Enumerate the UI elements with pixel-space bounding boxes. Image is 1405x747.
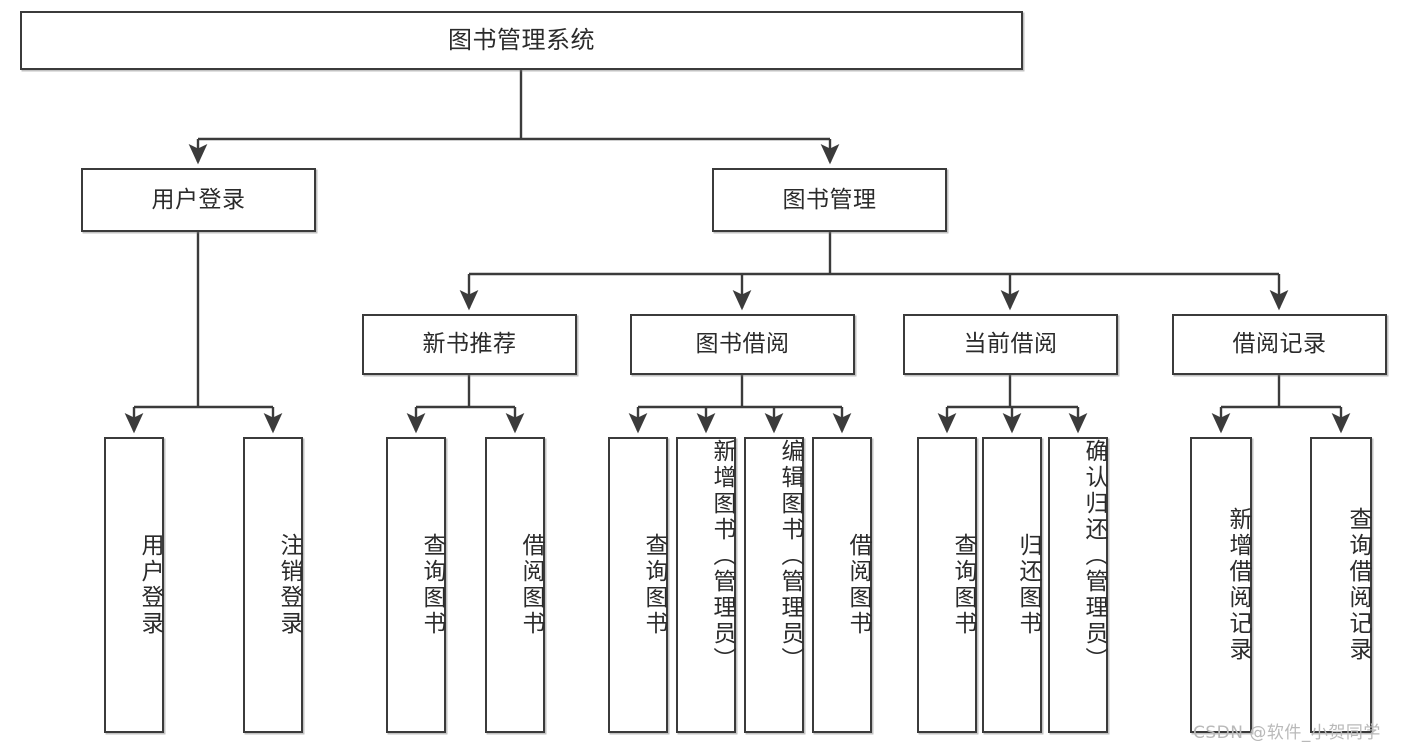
leaf-add-borrow-record-label: 新增借阅记录 (1225, 507, 1251, 663)
leaf-borrow-book-newbook-label: 借阅图书 (518, 533, 544, 637)
node-user-login[interactable]: 用户登录 (81, 168, 316, 232)
leaf-query-book-newbook-label: 查询图书 (419, 533, 445, 637)
leaf-logout-label: 注销登录 (276, 533, 302, 637)
leaf-return-book-label: 归还图书 (1015, 533, 1041, 637)
leaf-query-book-borrow-label: 查询图书 (641, 533, 667, 637)
leaf-edit-book-admin[interactable]: 编辑图书（管理员） (744, 437, 804, 733)
leaf-add-borrow-record[interactable]: 新增借阅记录 (1190, 437, 1252, 733)
leaf-query-book-newbook[interactable]: 查询图书 (386, 437, 446, 733)
node-new-book-recommend-label: 新书推荐 (422, 331, 517, 358)
leaf-add-book-admin-label: 新增图书（管理员） (709, 439, 735, 673)
node-book-borrow-label: 图书借阅 (695, 331, 790, 358)
node-current-borrow[interactable]: 当前借阅 (903, 314, 1118, 375)
node-new-book-recommend[interactable]: 新书推荐 (362, 314, 577, 375)
leaf-query-book-current-label: 查询图书 (950, 533, 976, 637)
leaf-return-book[interactable]: 归还图书 (982, 437, 1042, 733)
leaf-borrow-book[interactable]: 借阅图书 (812, 437, 872, 733)
node-book-borrow[interactable]: 图书借阅 (630, 314, 855, 375)
leaf-user-login[interactable]: 用户登录 (104, 437, 164, 733)
node-book-management-label: 图书管理 (782, 186, 877, 213)
node-root-label: 图书管理系统 (448, 25, 595, 54)
csdn-watermark: CSDN @软件_小贺同学 (1193, 723, 1381, 743)
node-user-login-label: 用户登录 (151, 186, 246, 213)
node-borrow-record[interactable]: 借阅记录 (1172, 314, 1387, 375)
leaf-logout[interactable]: 注销登录 (243, 437, 303, 733)
leaf-query-borrow-record[interactable]: 查询借阅记录 (1310, 437, 1372, 733)
leaf-borrow-book-newbook[interactable]: 借阅图书 (485, 437, 545, 733)
node-current-borrow-label: 当前借阅 (963, 331, 1058, 358)
node-book-management[interactable]: 图书管理 (712, 168, 947, 232)
node-root[interactable]: 图书管理系统 (20, 11, 1023, 70)
leaf-query-borrow-record-label: 查询借阅记录 (1345, 507, 1371, 663)
leaf-confirm-return-admin[interactable]: 确认归还（管理员） (1048, 437, 1108, 733)
leaf-borrow-book-label: 借阅图书 (845, 533, 871, 637)
leaf-query-book-borrow[interactable]: 查询图书 (608, 437, 668, 733)
leaf-confirm-return-admin-label: 确认归还（管理员） (1081, 439, 1107, 673)
node-borrow-record-label: 借阅记录 (1232, 331, 1327, 358)
leaf-query-book-current[interactable]: 查询图书 (917, 437, 977, 733)
leaf-add-book-admin[interactable]: 新增图书（管理员） (676, 437, 736, 733)
leaf-user-login-label: 用户登录 (137, 533, 163, 637)
leaf-edit-book-admin-label: 编辑图书（管理员） (777, 439, 803, 673)
